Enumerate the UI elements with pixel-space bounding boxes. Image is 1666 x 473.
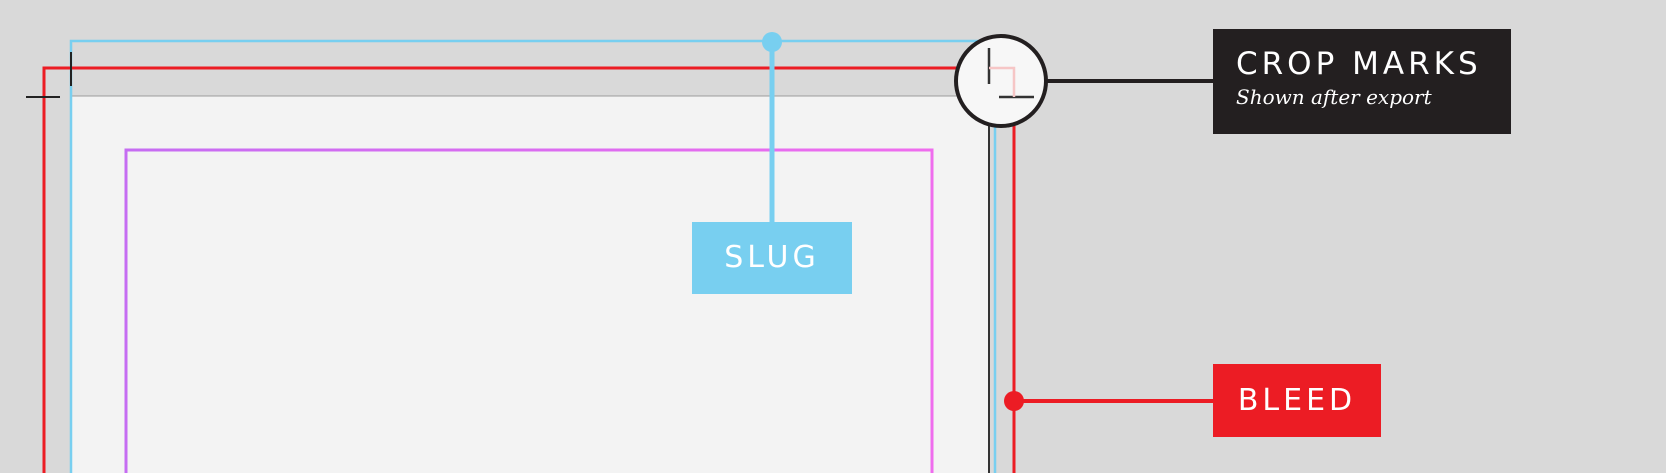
bleed-tag-box — [1213, 364, 1381, 437]
slug-tag: SLUG — [692, 222, 852, 294]
slug-tag-box — [692, 222, 852, 294]
bleed-guide — [42, 66, 1016, 473]
crop-marks-subtitle: Shown after export — [1236, 85, 1432, 109]
crop-mark-top-left — [26, 52, 72, 98]
bleed-anchor-icon — [1004, 391, 1024, 411]
crop-marks-title: CROP MARKS — [1236, 46, 1482, 82]
crop-marks-tag-box — [1213, 29, 1511, 134]
margin-guide — [124, 148, 934, 473]
slug-title: SLUG — [724, 240, 820, 275]
bleed-title: BLEED — [1237, 383, 1357, 418]
bleed-tag: BLEED — [1213, 364, 1381, 437]
slug-guide — [69, 39, 997, 473]
crop-magnifier-icon — [954, 34, 1048, 128]
slug-anchor-icon — [762, 32, 782, 52]
crop-marks-tag: CROP MARKS Shown after export — [1213, 29, 1511, 134]
